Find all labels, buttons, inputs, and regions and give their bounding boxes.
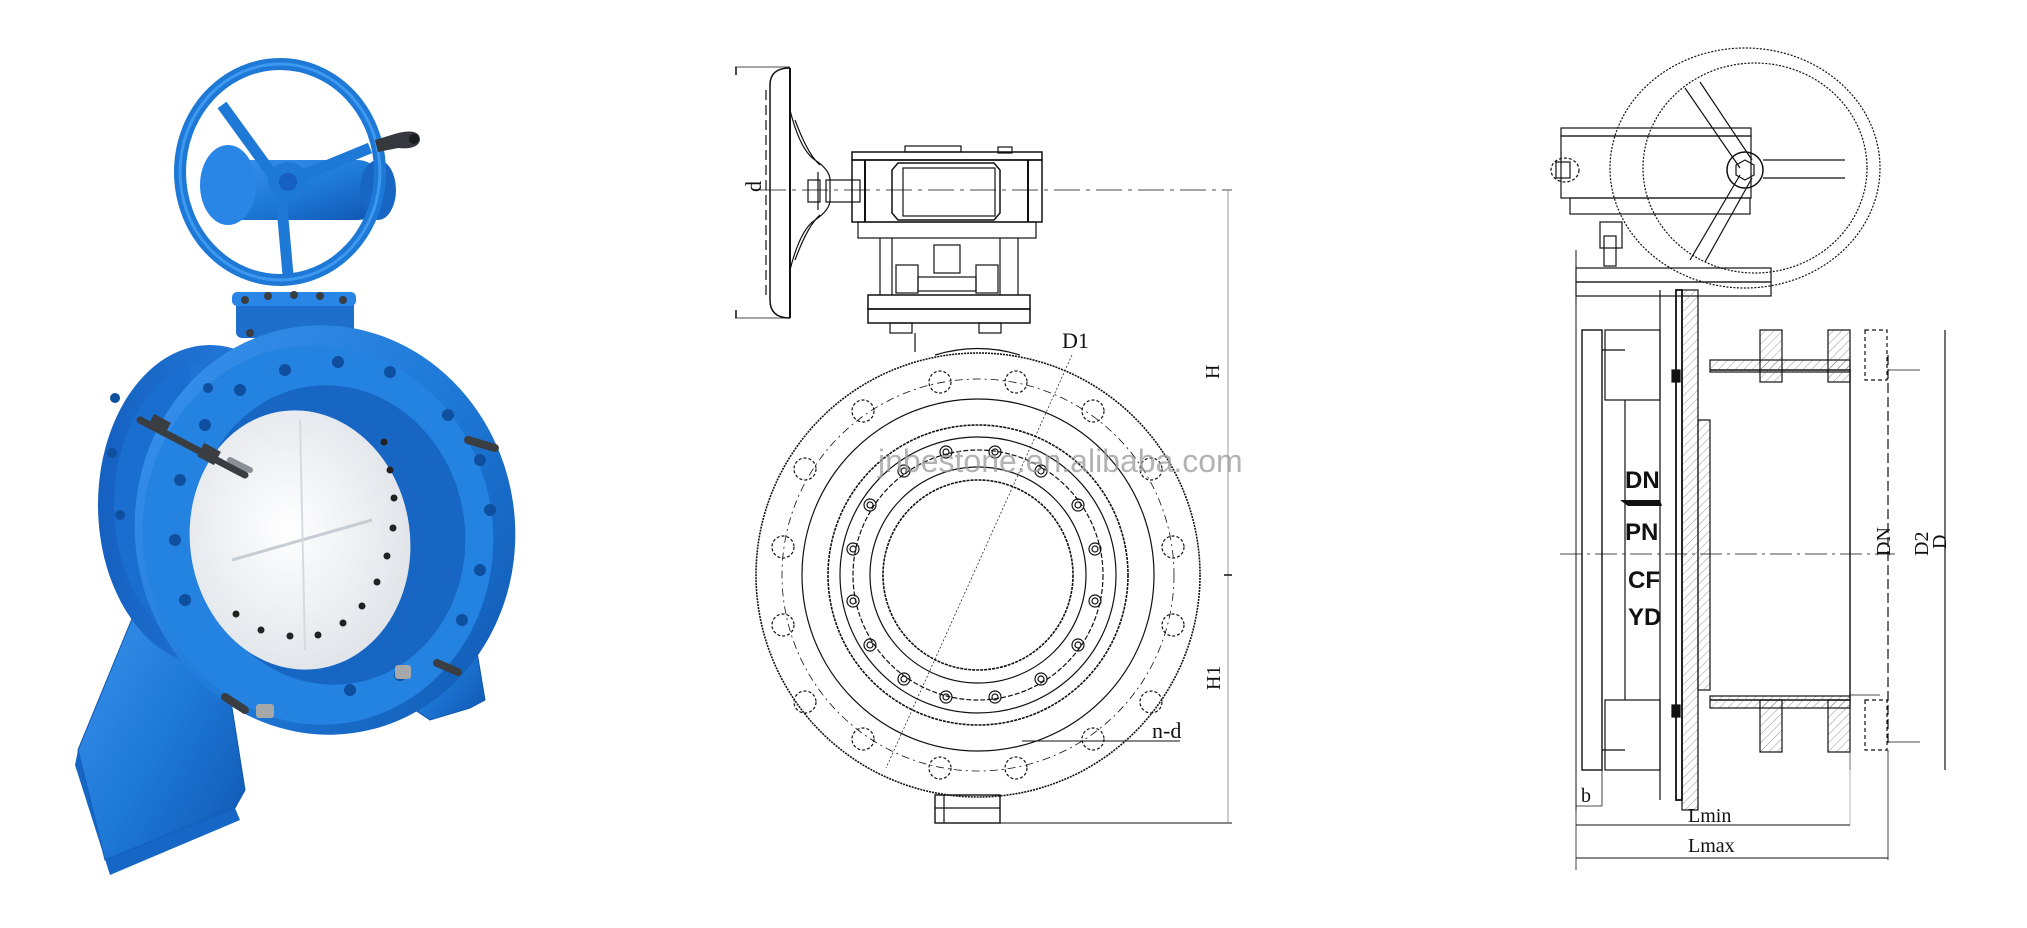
handwheel-side-outline <box>735 66 831 319</box>
side-dimensions <box>1575 330 1946 870</box>
handwheel <box>174 58 420 286</box>
front-view-svg: d D1 H H1 n-d jnbestone.en.alibaba.com <box>735 66 1243 824</box>
handwheel-side <box>1609 47 1881 289</box>
label-n-d: n-d <box>1152 718 1181 743</box>
mark-DN: DN <box>1625 467 1660 494</box>
front-flange <box>107 325 516 735</box>
inner-bolt-holes <box>846 445 1102 704</box>
mark-CF: CF <box>1628 567 1660 594</box>
side-view-drawing: DN PN CF YD DN D2 D b Lmin Lmax <box>1350 0 2027 928</box>
mark-PN: PN <box>1625 519 1658 546</box>
valve-photo-illustration <box>75 58 516 875</box>
side-view-svg: DN PN CF YD DN D2 D b Lmin Lmax <box>1550 47 1951 870</box>
height-dimension <box>1000 190 1232 824</box>
valve-photo <box>0 0 700 928</box>
flange-outline <box>755 347 1201 824</box>
front-view-drawing: d D1 H H1 n-d jnbestone.en.alibaba.com <box>700 0 1350 928</box>
valve-body-section <box>1575 250 1889 811</box>
label-d: d <box>741 181 766 192</box>
label-H1: H1 <box>1203 666 1225 690</box>
outer-bolt-holes <box>771 370 1185 780</box>
gearbox-outline <box>851 145 1043 352</box>
watermark: jnbestone.en.alibaba.com <box>877 443 1243 479</box>
mark-YD: YD <box>1628 604 1661 631</box>
label-D2: D2 <box>1911 532 1933 556</box>
label-DN: DN <box>1873 527 1895 556</box>
label-D1: D1 <box>1062 328 1089 353</box>
label-Lmin: Lmin <box>1688 805 1731 827</box>
label-b: b <box>1581 785 1591 807</box>
label-D: D <box>1929 535 1951 549</box>
tie-rods <box>136 413 499 718</box>
label-H: H <box>1202 365 1224 379</box>
label-Lmax: Lmax <box>1688 835 1735 857</box>
